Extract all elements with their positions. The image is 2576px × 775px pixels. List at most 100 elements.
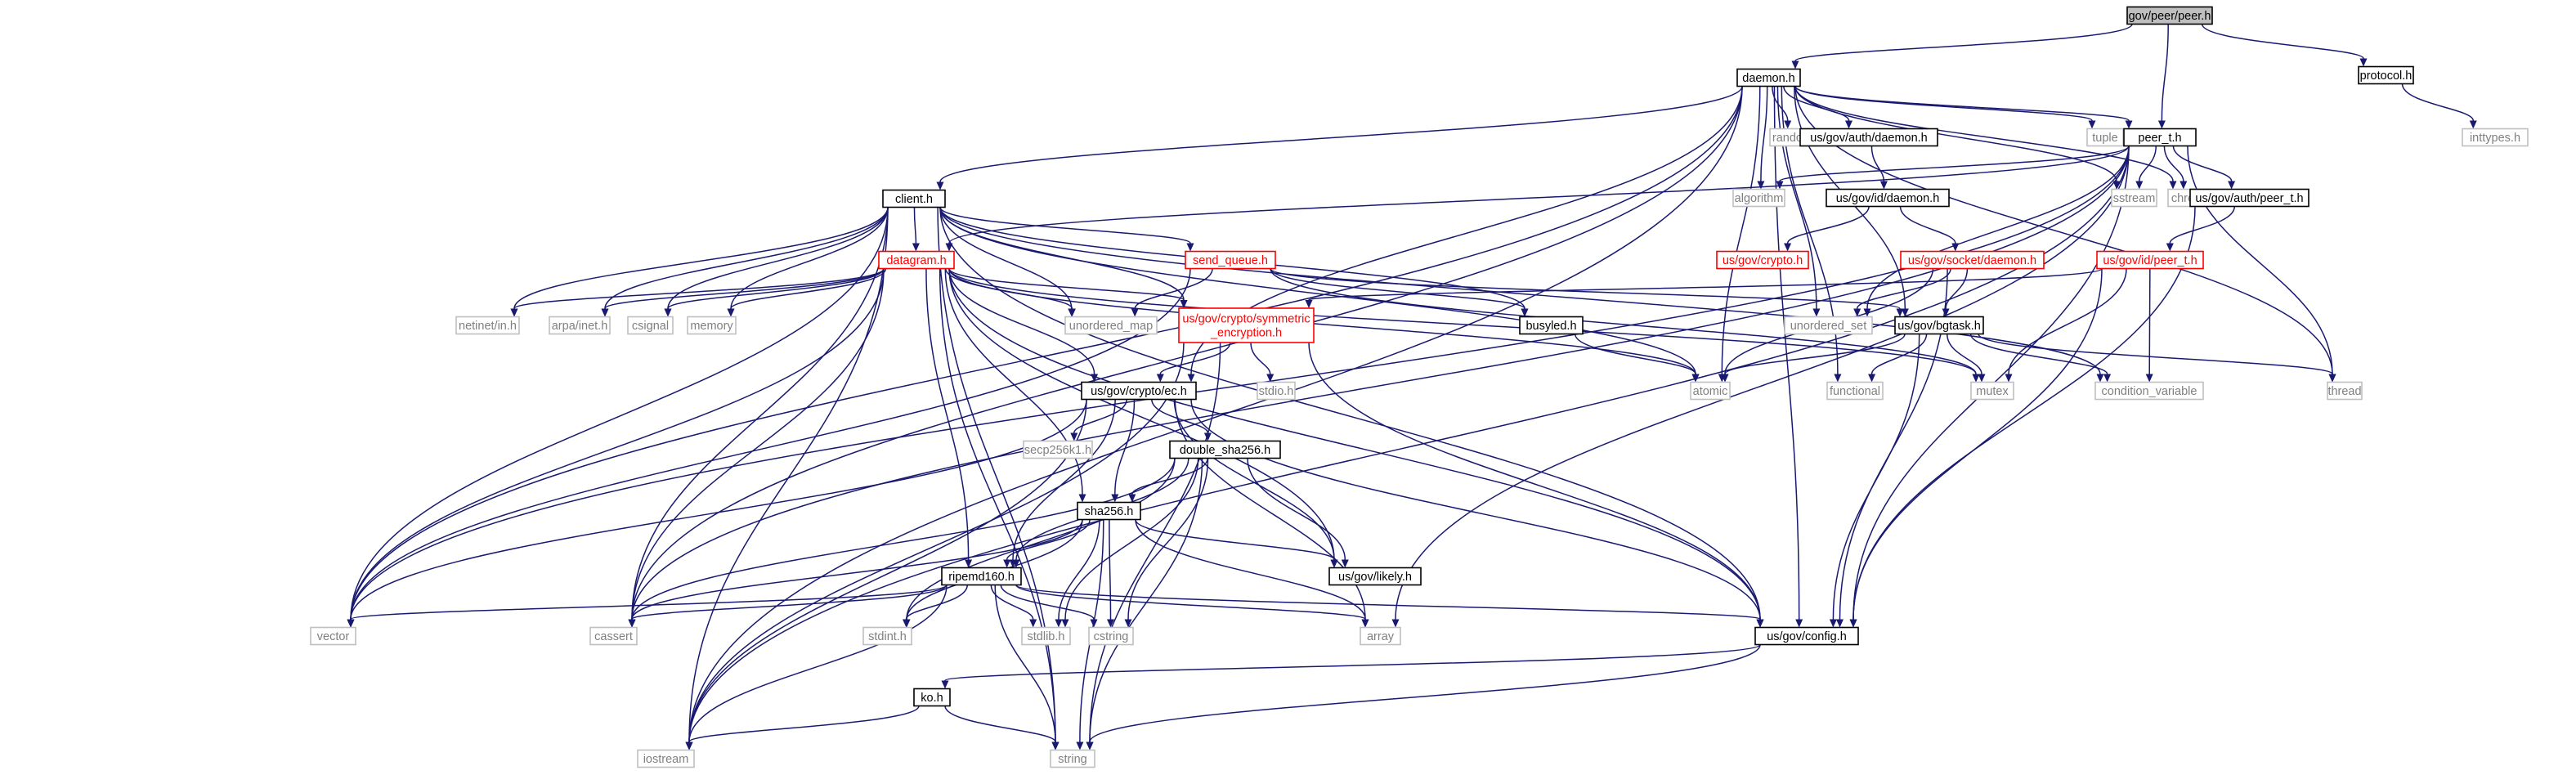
edge-peer_t-to-iostream [688, 146, 2130, 742]
node-peer-t[interactable]: peer_t.h [2123, 128, 2197, 147]
edge-datagram-to-string [939, 268, 1056, 742]
node-ec[interactable]: us/gov/crypto/ec.h [1081, 381, 1197, 401]
edge-datagram-to-likely [948, 268, 1335, 560]
node-protocol[interactable]: protocol.h [2358, 65, 2414, 85]
arrowhead [1691, 374, 1700, 383]
node-label: us/gov/id/peer_t.h [2103, 254, 2197, 267]
arrowhead [1186, 243, 1194, 252]
arrowhead [2135, 181, 2144, 190]
edge-dsha-to-stdint [906, 458, 1176, 620]
edge-dsha-to-sha256 [1131, 458, 1208, 495]
node-auth-daemon[interactable]: us/gov/auth/daemon.h [1799, 128, 1938, 147]
node-ripemd[interactable]: ripemd160.h [941, 567, 1022, 586]
arrowhead [1330, 559, 1338, 568]
arrowhead [1187, 374, 1195, 383]
arrowhead [347, 619, 355, 628]
arrowhead [1131, 308, 1139, 317]
arrowhead [1266, 374, 1275, 383]
edge-peer-to-daemon [1794, 23, 2133, 62]
node-symenc[interactable]: us/gov/crypto/symmetric_encryption.h [1178, 307, 1315, 343]
node-dsha[interactable]: double_sha256.h [1169, 440, 1281, 459]
edge-peer_t-to-array [1395, 146, 2130, 620]
arrowhead [2005, 374, 2013, 383]
node-peer[interactable]: gov/peer/peer.h [2126, 6, 2213, 25]
arrowhead [903, 619, 910, 628]
arrowhead [936, 181, 944, 190]
node-config[interactable]: us/gov/config.h [1754, 626, 1859, 646]
node-box [1736, 68, 1801, 87]
edge-client-to-string [937, 207, 1056, 742]
node-box [2189, 188, 2309, 208]
node-gov-crypto[interactable]: us/gov/crypto.h [1716, 250, 1809, 270]
arrowhead [1951, 243, 1960, 252]
edge-dsha-to-cassert [631, 458, 1176, 620]
node-daemon[interactable]: daemon.h [1736, 68, 1801, 87]
node-likely[interactable]: us/gov/likely.h [1328, 567, 1422, 586]
edge-ec-to-array [1174, 399, 1366, 620]
node-bgtask[interactable]: us/gov/bgtask.h [1894, 316, 1984, 335]
node-label: condition_variable [2102, 385, 2197, 398]
arrowhead [510, 308, 518, 317]
edge-client-to-atomic [939, 207, 1696, 374]
node-unordered-map: unordered_map [1064, 316, 1158, 335]
node-box [1970, 381, 2014, 401]
node-ko[interactable]: ko.h [913, 688, 951, 707]
edge-ripemd-to-iostream [688, 585, 948, 742]
node-label: us/gov/auth/daemon.h [1810, 132, 1928, 145]
node-box [2358, 65, 2414, 85]
node-netinet: netinet/in.h [455, 316, 520, 335]
node-busyled[interactable]: busyled.h [1519, 316, 1584, 335]
node-box [1754, 626, 1859, 646]
node-label: us/gov/crypto/symmetric [1182, 313, 1310, 326]
node-label: memory [690, 320, 733, 333]
edge-client-to-symenc [939, 207, 1185, 301]
node-client[interactable]: client.h [882, 189, 946, 208]
node-stdio: stdio.h [1257, 381, 1296, 401]
arrowhead [1061, 619, 1069, 628]
node-stdlib: stdlib.h [1021, 626, 1071, 646]
node-label: atomic [1693, 385, 1728, 398]
arrowhead [1879, 181, 1888, 190]
edge-client-to-config [939, 207, 1761, 620]
edge-datagram-to-atomic [948, 268, 1696, 374]
arrowhead [1029, 619, 1037, 628]
arrowhead [1068, 308, 1076, 317]
edge-symenc-to-config [1308, 342, 1761, 620]
edge-ripemd-to-stdlib [990, 585, 1034, 620]
edge-id_daemon-to-socket_daemon [1899, 206, 1956, 244]
edge-bgtask-to-condvar [1969, 334, 2108, 374]
arrowhead [1868, 374, 1876, 383]
node-datagram[interactable]: datagram.h [878, 250, 955, 270]
node-label: us/gov/bgtask.h [1897, 320, 1981, 333]
node-algorithm: algorithm [1732, 188, 1785, 208]
edge-ec-to-vector [350, 399, 1087, 620]
node-sha256[interactable]: sha256.h [1077, 501, 1141, 521]
edge-client-to-memory [730, 207, 889, 309]
node-label: vector [317, 630, 350, 643]
node-box [310, 626, 356, 646]
node-cassert: cassert [589, 626, 638, 646]
arrowhead [1124, 619, 1132, 628]
edge-peer_t-to-algorithm [1779, 145, 2130, 182]
arrowhead [1834, 374, 1842, 383]
node-label: us/gov/config.h [1767, 630, 1847, 643]
edge-daemon-to-cassert [631, 86, 1743, 620]
node-box [1328, 567, 1422, 586]
node-auth-peer-t[interactable]: us/gov/auth/peer_t.h [2189, 188, 2309, 208]
node-label: array [1367, 630, 1395, 643]
edge-dsha-to-cstring [1127, 458, 1209, 620]
edge-ko-to-string [944, 706, 1056, 742]
node-box [2462, 128, 2529, 147]
node-id-peer-t[interactable]: us/gov/id/peer_t.h [2096, 250, 2204, 270]
edge-peer_t-to-auth_peer_t [2172, 146, 2233, 181]
node-send-queue[interactable]: send_queue.h [1185, 250, 1276, 270]
arrowhead [2145, 374, 2153, 383]
arrowhead [727, 308, 735, 317]
edge-sha256-to-ripemd [1006, 519, 1091, 560]
edge-id_daemon-to-gov_crypto [1786, 206, 1870, 244]
edge-ripemd-to-stdint [905, 585, 968, 620]
node-label: daemon.h [1742, 72, 1795, 85]
node-id-daemon[interactable]: us/gov/id/daemon.h [1826, 188, 1950, 208]
node-socket-daemon[interactable]: us/gov/socket/daemon.h [1900, 250, 2045, 270]
arrowhead [1086, 741, 1094, 750]
